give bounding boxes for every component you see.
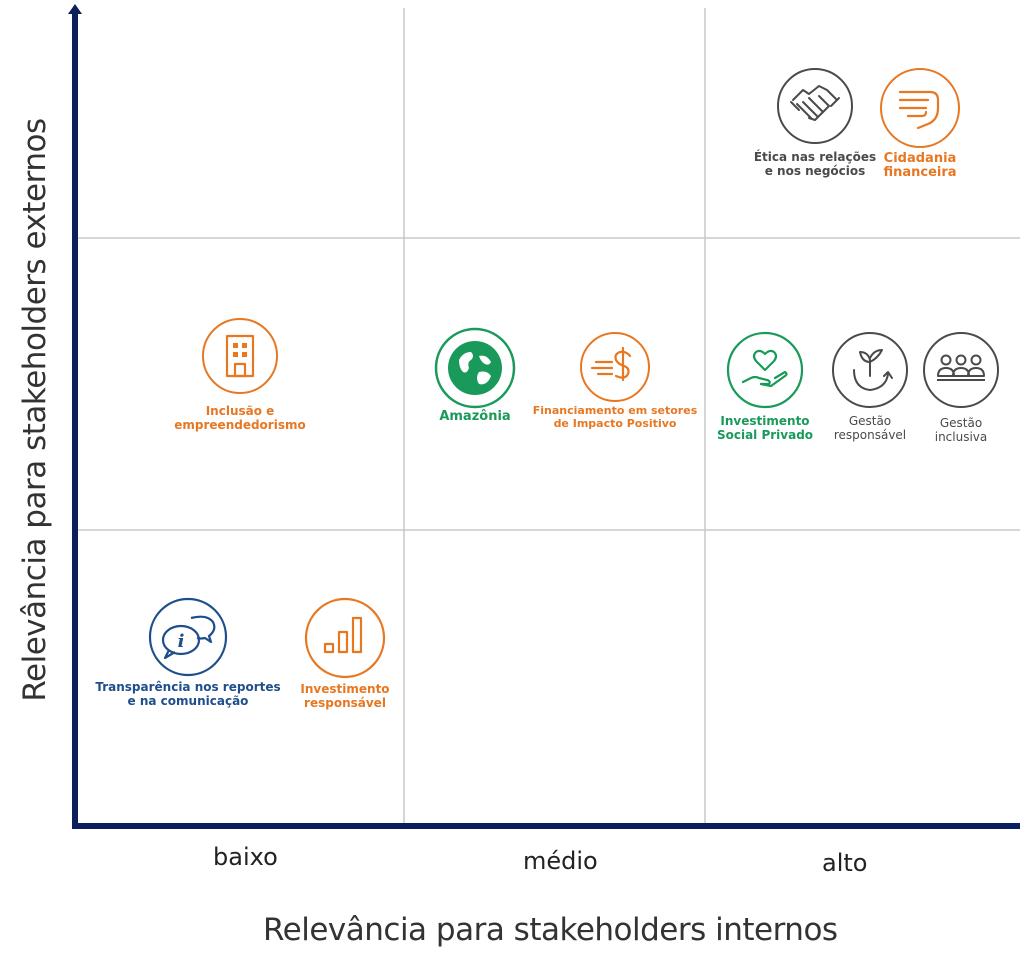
topic-cidadania: Cidadania financeira (870, 66, 970, 180)
x-tick-alto: alto (822, 849, 868, 877)
topic-financiamento-label: Financiamento em setores de Impacto Posi… (532, 404, 698, 430)
hand-card-icon (880, 68, 960, 148)
topic-cidadania-label: Cidadania financeira (883, 151, 957, 180)
topic-gestao-inclusiva: Gestão inclusiva (916, 330, 1006, 444)
y-axis-line (72, 10, 78, 829)
topic-gestao-responsavel-label: Gestão responsável (833, 414, 907, 442)
topic-gestao-inclusiva-label: Gestão inclusiva (934, 416, 988, 444)
topic-investimento-social-label: Investimento Social Privado (716, 414, 814, 442)
topic-inclusao-label: Inclusão e empreendedorismo (174, 404, 306, 432)
topic-amazonia-label: Amazônia (439, 409, 511, 424)
topic-investimento-responsavel-label: Investimento responsável (300, 682, 390, 710)
topic-amazonia: Amazônia (420, 326, 530, 424)
topic-financiamento: Financiamento em setores de Impacto Posi… (530, 330, 700, 430)
topic-investimento-social: Investimento Social Privado (710, 330, 820, 442)
bar-chart-icon (304, 597, 386, 679)
dollar-speed-icon (580, 332, 650, 402)
globe-icon (434, 327, 516, 409)
topic-etica-label: Ética nas relações e nos negócios (753, 150, 877, 178)
y-axis-title: Relevância para stakeholders externos (17, 118, 53, 702)
topic-transparencia-label: Transparência nos reportes e na comunica… (95, 680, 281, 708)
info-chat-icon: i (148, 597, 228, 677)
building-icon (202, 318, 278, 394)
x-tick-baixo: baixo (213, 843, 278, 871)
topic-inclusao: Inclusão e empreendedorismo (170, 316, 310, 432)
grid-lines (76, 8, 1020, 825)
topic-etica: Ética nas relações e nos negócios (740, 66, 890, 178)
y-axis-arrowhead (68, 4, 82, 14)
handshake-icon (777, 68, 853, 144)
svg-text:i: i (178, 631, 185, 652)
sprout-cycle-icon (832, 332, 908, 408)
x-axis-line (72, 823, 1020, 829)
people-group-icon (923, 332, 999, 408)
axes (68, 4, 1020, 829)
topic-investimento-responsavel: Investimento responsável (290, 596, 400, 710)
topic-gestao-responsavel: Gestão responsável (815, 330, 925, 442)
x-axis-title: Relevância para stakeholders internos (263, 912, 838, 948)
x-tick-medio: médio (523, 847, 598, 875)
heart-hand-icon (726, 331, 804, 409)
topic-transparencia: i Transparência nos reportes e na comuni… (90, 596, 286, 708)
